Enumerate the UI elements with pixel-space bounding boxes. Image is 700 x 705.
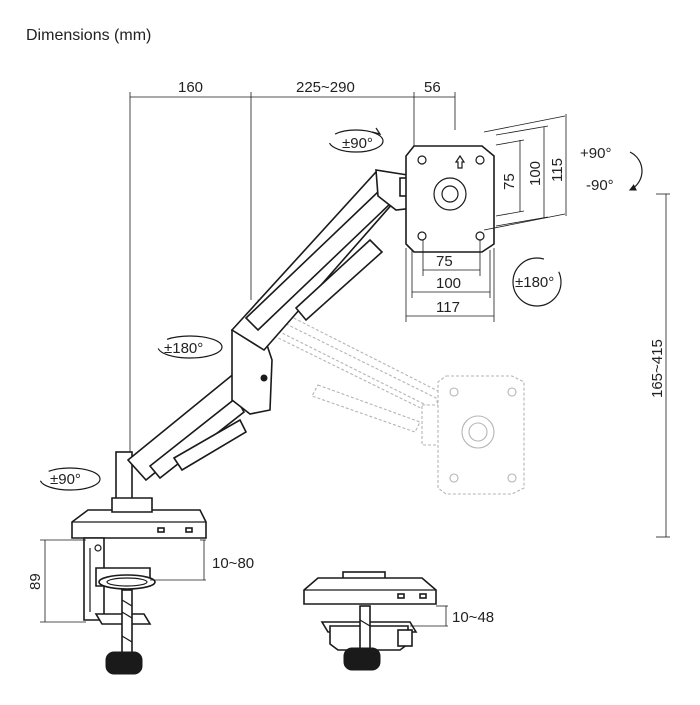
desk-clamp-assembly xyxy=(71,509,207,675)
dim-clamp-height: 89 xyxy=(27,573,44,590)
clamp-dimension-lines xyxy=(40,539,206,623)
dim-vesa-v-total: 115 xyxy=(549,158,566,182)
rot-base-swivel: ±90° xyxy=(50,471,81,488)
head-swivel-icon xyxy=(328,127,384,153)
vesa-horizontal-dimension-lines xyxy=(405,240,495,322)
dim-vesa-h-inner: 75 xyxy=(436,253,453,270)
dim-vesa-h-total: 117 xyxy=(436,299,460,316)
rot-head-swivel: ±90° xyxy=(342,135,373,152)
top-dimension-lines xyxy=(129,92,456,452)
dim-vesa-h-outer: 100 xyxy=(436,275,461,292)
dim-base-to-pole: 160 xyxy=(178,79,203,96)
arm-assembly xyxy=(111,169,415,513)
rot-screen-rotation: ±180° xyxy=(515,274,554,291)
grommet-mount-assembly xyxy=(303,571,437,671)
vesa-plate xyxy=(405,145,495,253)
dim-vesa-v-outer: 100 xyxy=(527,161,544,186)
ghost-arm-position xyxy=(257,299,525,495)
grommet-dimension-lines xyxy=(410,605,448,627)
dim-desk-clamp-range: 10~80 xyxy=(212,555,254,572)
dim-vesa-v-inner: 75 xyxy=(501,173,518,190)
screen-rotation-icon xyxy=(512,257,562,307)
vesa-vertical-dimension-lines xyxy=(483,114,567,231)
dim-height-range: 165~415 xyxy=(649,339,666,398)
tilt-icon xyxy=(628,151,643,191)
rot-tilt-up: +90° xyxy=(580,145,611,162)
elbow-swivel-icon xyxy=(157,335,223,359)
dim-vesa-offset: 56 xyxy=(424,79,441,96)
diagram-title: Dimensions (mm) xyxy=(26,27,151,44)
base-swivel-icon xyxy=(39,467,101,491)
height-dimension-line xyxy=(656,193,670,538)
rot-tilt-down: -90° xyxy=(586,177,614,194)
rot-elbow-swivel: ±180° xyxy=(164,340,203,357)
dim-arm-reach: 225~290 xyxy=(296,79,355,96)
dim-grommet-range: 10~48 xyxy=(452,609,494,626)
